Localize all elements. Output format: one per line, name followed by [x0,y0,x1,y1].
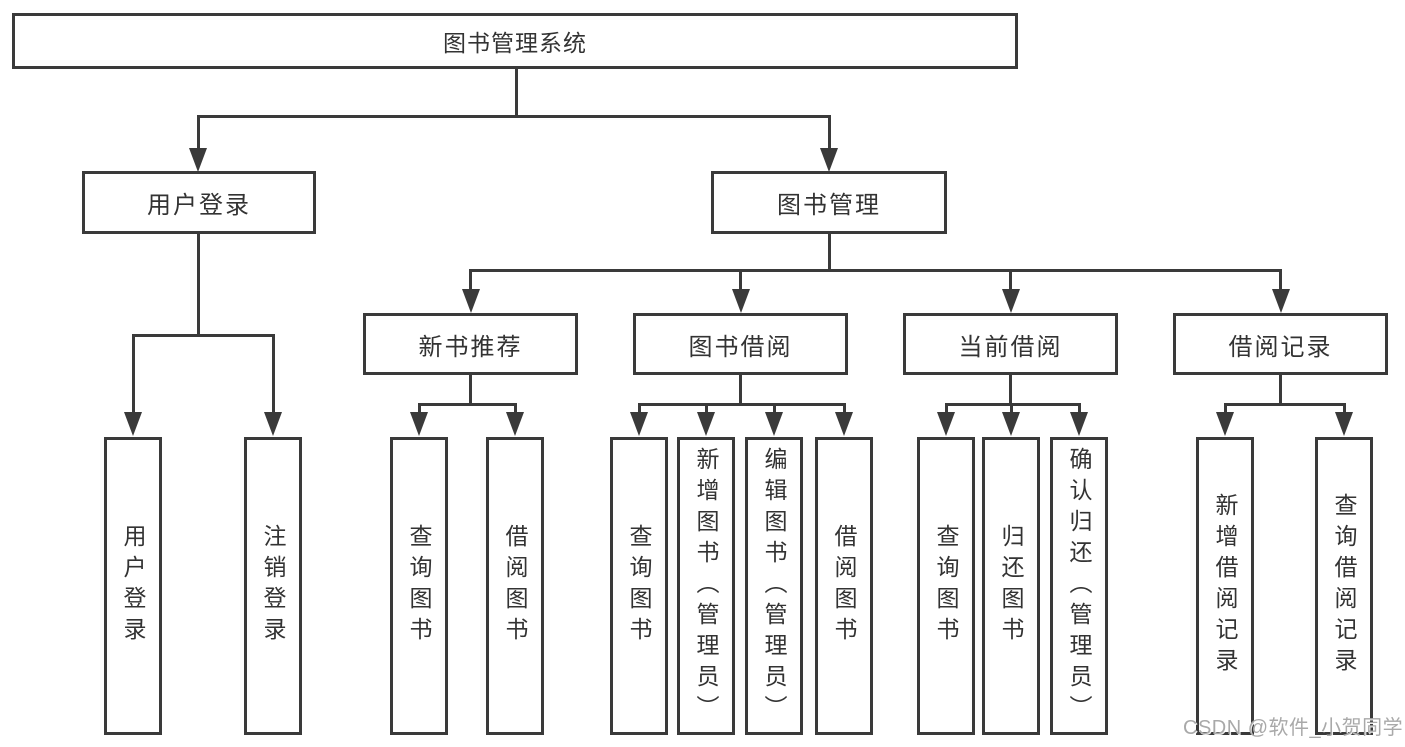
leaf-borrow-books: 借阅图书 [815,437,873,735]
leaf-add-book-admin: 新增图书（管理员） [677,437,735,735]
arrowhead-down [697,412,715,436]
leaf-query-books-current-label: 查询图书 [933,524,959,648]
arrowhead-down [506,412,524,436]
leaf-query-books-borrow-label: 查询图书 [626,524,652,648]
arrowhead-down [820,148,838,172]
leaf-user-login: 用户登录 [104,437,162,735]
connector-line [417,404,421,412]
leaf-query-books-current: 查询图书 [917,437,975,735]
connector-line [1342,404,1346,412]
leaf-borrow-books-recommend: 借阅图书 [486,437,544,735]
leaf-query-borrow-record: 查询借阅记录 [1315,437,1373,735]
connector-line [842,404,846,412]
node-library-management-system: 图书管理系统 [12,13,1018,69]
connector-line [271,335,275,412]
connector-line [469,270,472,289]
leaf-query-books-recommend: 查询图书 [390,437,448,735]
node-borrowing-records: 借阅记录 [1173,313,1388,375]
leaf-add-borrow-record: 新增借阅记录 [1196,437,1254,735]
connector-line [944,402,1081,406]
connector-line [417,402,517,406]
leaf-edit-book-admin: 编辑图书（管理员） [745,437,803,735]
arrowhead-down [1271,289,1290,313]
node-book-management: 图书管理 [711,171,947,234]
arrowhead-down [630,412,648,436]
leaf-add-borrow-record-label: 新增借阅记录 [1212,493,1238,679]
connector-line [131,333,275,337]
connector-line [704,404,708,412]
leaf-add-book-admin-label: 新增图书（管理员） [693,446,719,726]
connector-line [469,268,1282,272]
connector-line [131,335,135,412]
leaf-confirm-return-admin-label: 确认归还（管理员） [1066,446,1092,726]
arrowhead-down [461,289,480,313]
leaf-query-books-recommend-label: 查询图书 [406,524,432,648]
csdn-watermark: CSDN @软件_小贺同学 [1183,717,1404,739]
connector-line [827,234,831,270]
node-current-borrowing-label: 当前借阅 [958,333,1063,361]
arrowhead-down [731,289,750,313]
connector-line [1009,375,1012,404]
leaf-logout-label: 注销登录 [260,524,286,648]
connector-line [469,375,472,404]
node-library-management-system-label: 图书管理系统 [443,30,587,56]
leaf-borrow-books-recommend-label: 借阅图书 [502,524,528,648]
connector-line [772,404,776,412]
arrowhead-down [835,412,853,436]
leaf-logout: 注销登录 [244,437,302,735]
leaf-borrow-books-label: 借阅图书 [831,524,857,648]
leaf-query-borrow-record-label: 查询借阅记录 [1331,493,1357,679]
connector-line [827,116,831,150]
node-user-login: 用户登录 [82,171,316,234]
node-book-borrowing: 图书借阅 [633,313,848,375]
connector-line [637,404,641,412]
connector-line [514,69,518,116]
leaf-user-login-label: 用户登录 [120,524,146,648]
connector-line [1009,404,1013,412]
arrowhead-down [1070,412,1088,436]
node-book-borrowing-label: 图书借阅 [688,333,793,361]
leaf-edit-book-admin-label: 编辑图书（管理员） [761,446,787,726]
leaf-return-book-label: 归还图书 [998,524,1024,648]
connector-line [196,234,200,335]
connector-line [944,404,948,412]
arrowhead-down [264,412,282,436]
connector-line [196,114,831,118]
connector-line [1279,270,1282,289]
connector-line [1009,270,1012,289]
connector-line [739,375,742,404]
connector-line [1077,404,1081,412]
connector-line [513,404,517,412]
connector-line [637,402,846,406]
connector-line [739,270,742,289]
node-book-management-label: 图书管理 [777,192,881,219]
arrowhead-down [1335,412,1353,436]
node-borrowing-records-label: 借阅记录 [1228,333,1333,361]
node-current-borrowing: 当前借阅 [903,313,1118,375]
arrowhead-down [1001,289,1020,313]
leaf-return-book: 归还图书 [982,437,1040,735]
node-new-book-recommendation: 新书推荐 [363,313,578,375]
connector-line [1279,375,1282,404]
node-new-book-recommendation-label: 新书推荐 [418,333,523,361]
arrowhead-down [1002,412,1020,436]
leaf-confirm-return-admin: 确认归还（管理员） [1050,437,1108,735]
node-user-login-label: 用户登录 [147,192,251,219]
arrowhead-down [765,412,783,436]
connector-line [1223,404,1227,412]
connector-line [196,116,200,150]
arrowhead-down [410,412,428,436]
leaf-query-books-borrow: 查询图书 [610,437,668,735]
arrowhead-down [1216,412,1234,436]
arrowhead-down [124,412,142,436]
connector-line [1223,402,1346,406]
arrowhead-down [937,412,955,436]
arrowhead-down [189,148,207,172]
